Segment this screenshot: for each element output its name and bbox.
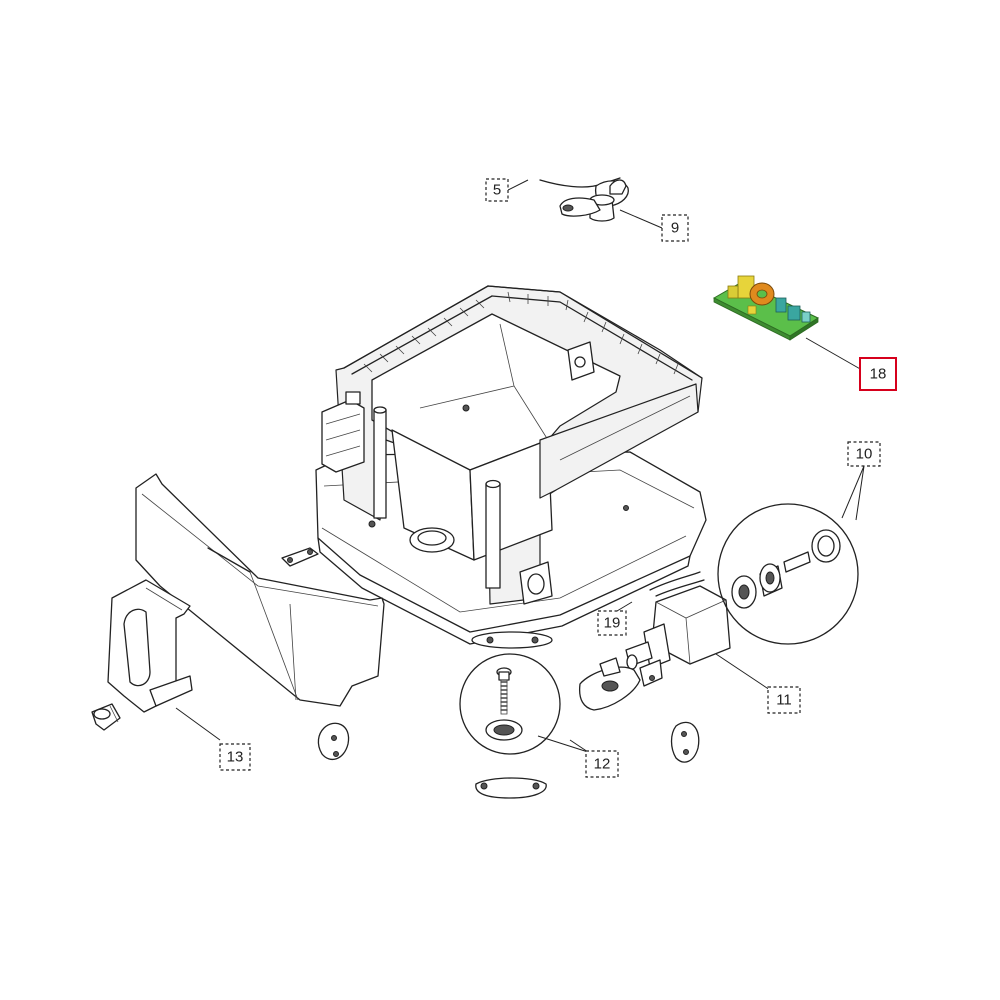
part-12-screw-detail [459,653,561,755]
callout-part-10[interactable]: 10 [847,441,881,467]
rubber-foot-bottom [475,777,547,799]
leader-13 [175,707,221,741]
svg-text:19: 19 [604,615,621,632]
leader-18 [805,337,863,371]
rubber-foot-left [317,722,350,761]
leader-lines [175,179,865,753]
svg-text:18: 18 [870,366,887,383]
small-cap [91,703,121,731]
part-18-pcb [712,275,820,341]
callout-part-11[interactable]: 11 [767,686,801,714]
svg-text:5: 5 [493,182,501,199]
leader-12b [569,739,589,753]
leader-12a [537,735,589,753]
leader-10a [841,465,865,519]
leader-9 [619,209,663,229]
callout-part-12[interactable]: 12 [585,750,619,778]
callout-part-18[interactable]: 18 [859,357,897,391]
svg-text:10: 10 [856,446,873,463]
part-9-valve-lever [539,177,629,222]
callout-part-19[interactable]: 19 [597,610,627,636]
leader-10b [855,465,865,521]
svg-text:9: 9 [671,220,679,237]
leader-11 [715,653,771,691]
callout-part-13[interactable]: 13 [219,743,251,771]
clip-link [281,547,319,567]
part-13-bracket [107,579,193,713]
callout-part-9[interactable]: 9 [661,214,689,242]
pump-holder [578,657,641,711]
main-base-housing [315,285,707,649]
svg-text:12: 12 [594,756,611,773]
part-13-side-panel [135,473,385,707]
svg-text:13: 13 [227,749,244,766]
part-19-tube [649,571,705,597]
part-11-pump [625,585,731,687]
part-10-seal-detail [717,503,859,645]
rim-ribs [343,285,703,463]
svg-text:11: 11 [776,692,792,709]
callout-part-5[interactable]: 5 [485,178,509,202]
leader-5 [507,179,529,191]
rubber-foot-right [670,721,700,763]
